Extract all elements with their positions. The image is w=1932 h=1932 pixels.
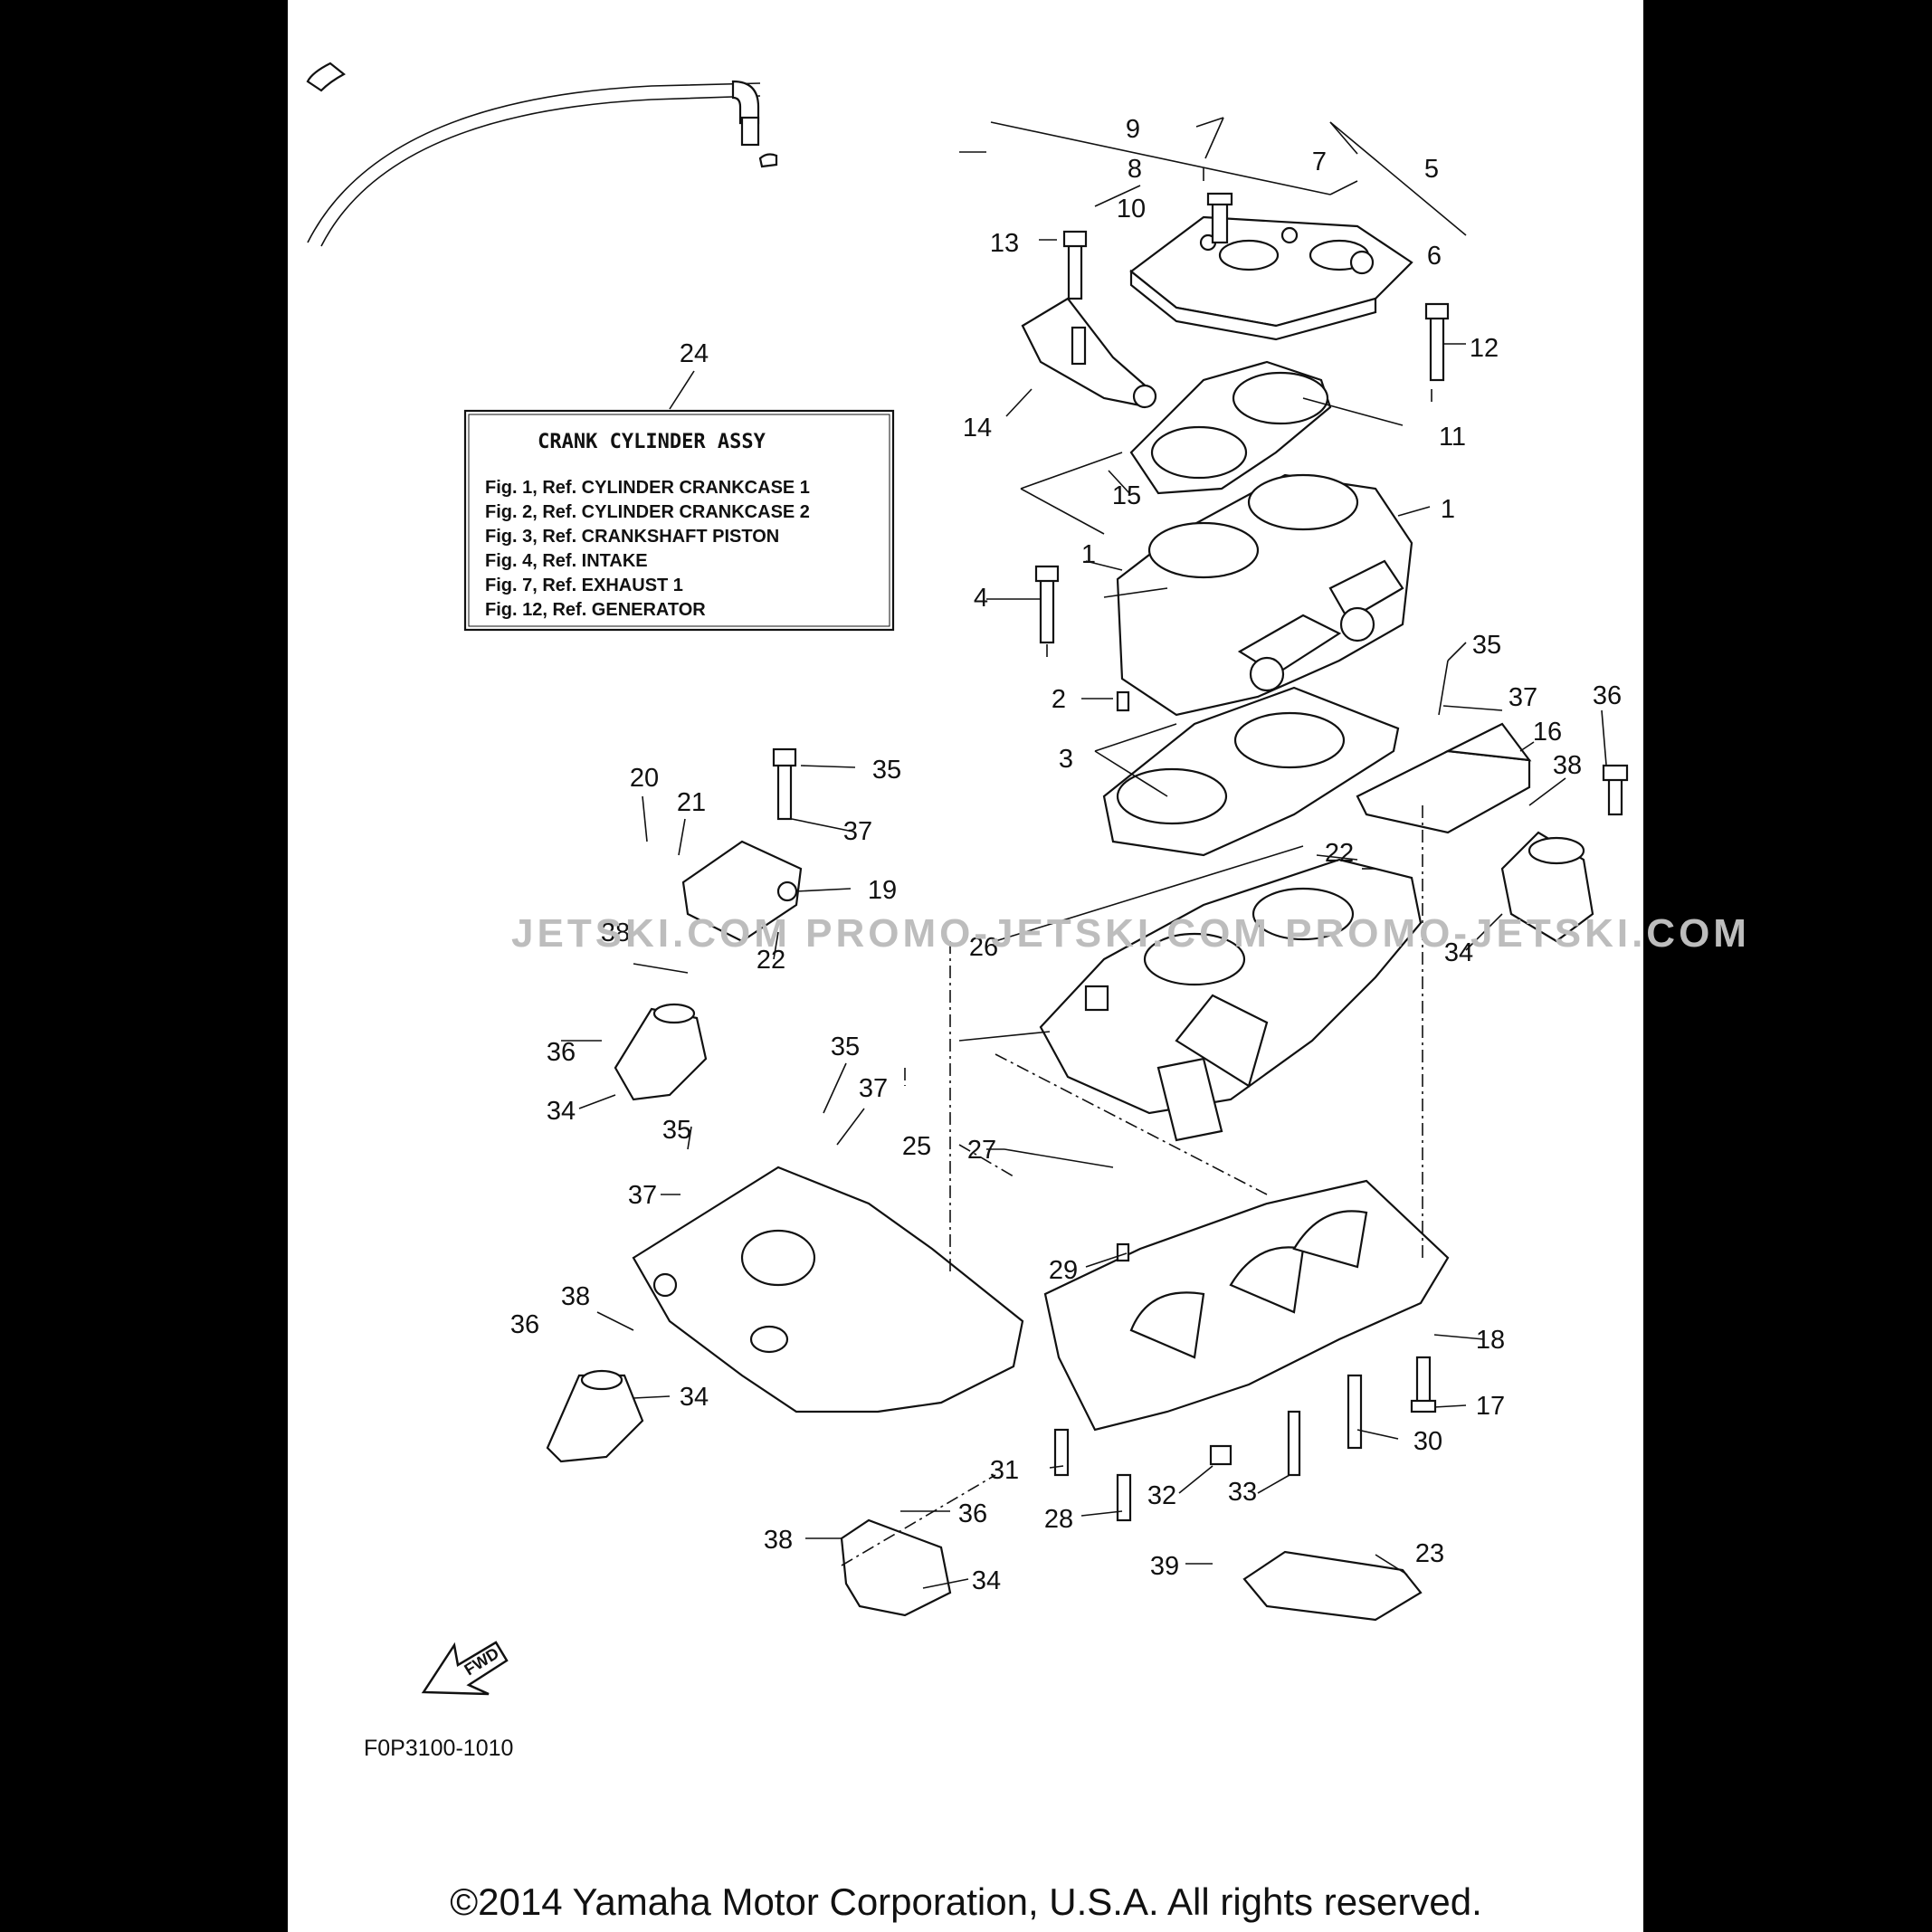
crankcase-cover <box>632 1166 1024 1413</box>
head-gasket <box>1129 360 1332 495</box>
part-label-6: 6 <box>1427 242 1442 271</box>
watermark: JETSKI.COM PROMO-JETSKI.COM PROMO-JETSKI… <box>511 911 1750 956</box>
part-label-36: 36 <box>1593 681 1622 710</box>
leader-lines <box>561 117 1607 1589</box>
engine-mount-lower-left <box>546 1369 644 1463</box>
part-label-13: 13 <box>990 229 1019 258</box>
part-label-38: 38 <box>561 1282 590 1311</box>
intake-mount-right <box>1500 831 1594 943</box>
callout-line: Fig. 12, Ref. GENERATOR <box>485 600 706 620</box>
part-label-34: 34 <box>1444 938 1473 967</box>
part-label-1: 1 <box>1081 540 1096 569</box>
part-label-5: 5 <box>1424 155 1439 184</box>
part-label-14: 14 <box>963 414 992 443</box>
part-label-37: 37 <box>628 1181 657 1210</box>
upper-crankcase <box>1039 858 1423 1142</box>
part-label-3: 3 <box>1059 745 1073 774</box>
part-label-33: 33 <box>1228 1478 1257 1507</box>
part-label-17: 17 <box>1476 1392 1505 1421</box>
hose-assembly <box>306 62 778 247</box>
bracket-16 <box>1356 722 1532 834</box>
copyright-notice: ©2014 Yamaha Motor Corporation, U.S.A. A… <box>450 1880 1482 1923</box>
part-label-26: 26 <box>969 933 998 962</box>
head-bracket-14 <box>1021 297 1157 409</box>
part-label-8: 8 <box>1128 155 1142 184</box>
part-label-30: 30 <box>1413 1427 1442 1456</box>
part-label-7: 7 <box>1312 148 1327 176</box>
part-label-10: 10 <box>1117 195 1146 224</box>
engine-mount-left <box>614 1003 708 1101</box>
part-label-19: 19 <box>868 876 897 905</box>
fwd-arrow-icon: FWD <box>421 1641 509 1696</box>
part-label-4: 4 <box>974 584 988 613</box>
part-label-38: 38 <box>764 1526 793 1555</box>
part-label-21: 21 <box>677 788 706 817</box>
part-label-29: 29 <box>1049 1256 1078 1285</box>
part-label-28: 28 <box>1044 1505 1073 1534</box>
part-label-35: 35 <box>831 1033 860 1061</box>
part-labels: 5 7 9 8 10 6 13 12 14 11 15 1 1 4 2 3 35… <box>510 115 1622 1595</box>
cylinder-block <box>1116 473 1413 717</box>
callout-title: CRANK CYLINDER ASSY <box>538 431 766 453</box>
part-label-24: 24 <box>680 339 709 368</box>
part-label-25: 25 <box>902 1132 931 1161</box>
part-label-22: 22 <box>757 946 785 975</box>
part-label-32: 32 <box>1147 1481 1176 1510</box>
diagram-sheet <box>288 0 1643 1932</box>
part-label-27: 27 <box>967 1136 996 1165</box>
bolts <box>772 230 1629 1522</box>
part-label-20: 20 <box>630 764 659 793</box>
part-label-37: 37 <box>1508 683 1537 712</box>
bracket-19 <box>681 840 803 943</box>
callout-line: Fig. 4, Ref. INTAKE <box>485 551 648 571</box>
part-label-36: 36 <box>510 1310 539 1339</box>
intake-mount-bottom <box>840 1518 952 1617</box>
part-label-18: 18 <box>1476 1326 1505 1355</box>
callout-box: 24 CRANK CYLINDER ASSY Fig. 1, Ref. CYLI… <box>463 339 895 632</box>
part-label-39: 39 <box>1150 1552 1179 1581</box>
callout-line: Fig. 3, Ref. CRANKSHAFT PISTON <box>485 527 779 547</box>
part-label-16: 16 <box>1533 718 1562 747</box>
part-label-36: 36 <box>958 1499 987 1528</box>
base-gasket <box>1102 686 1400 857</box>
part-label-34: 34 <box>547 1097 576 1126</box>
figure-code: F0P3100-1010 <box>364 1736 513 1761</box>
part-label-35: 35 <box>872 756 901 785</box>
part-label-38: 38 <box>1553 751 1582 780</box>
callout-line: Fig. 2, Ref. CYLINDER CRANKCASE 2 <box>485 502 810 522</box>
lower-crankcase <box>1043 1179 1450 1432</box>
cover-23 <box>1242 1550 1423 1622</box>
part-label-22: 22 <box>1325 839 1354 868</box>
part-label-37: 37 <box>859 1074 888 1103</box>
part-label-34: 34 <box>972 1566 1001 1595</box>
alignment-lines <box>841 389 1432 1566</box>
part-label-1: 1 <box>1441 495 1455 524</box>
part-label-37: 37 <box>843 817 872 846</box>
callout-line: Fig. 1, Ref. CYLINDER CRANKCASE 1 <box>485 478 810 498</box>
part-label-11: 11 <box>1439 423 1466 452</box>
part-label-35: 35 <box>662 1116 691 1145</box>
part-label-31: 31 <box>990 1456 1019 1485</box>
part-label-23: 23 <box>1415 1539 1444 1568</box>
part-label-35: 35 <box>1472 631 1501 660</box>
cylinder-head <box>1129 192 1413 341</box>
part-label-36: 36 <box>547 1038 576 1067</box>
part-label-2: 2 <box>1052 685 1066 714</box>
part-label-38: 38 <box>601 918 630 947</box>
part-label-34: 34 <box>680 1383 709 1412</box>
callout-line: Fig. 7, Ref. EXHAUST 1 <box>485 576 683 595</box>
part-label-9: 9 <box>1126 115 1140 144</box>
part-label-15: 15 <box>1112 481 1141 510</box>
part-label-12: 12 <box>1470 334 1499 363</box>
